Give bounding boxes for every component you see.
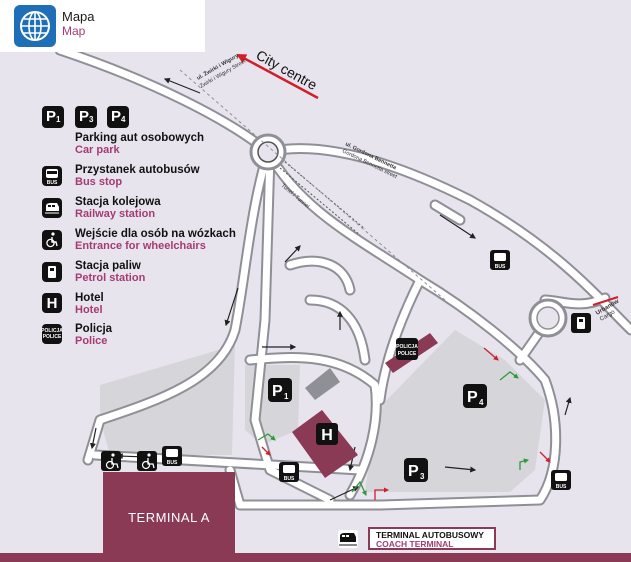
p4-marker: P 4 [463,384,487,408]
coach-terminal-label: TERMINAL AUTOBUSOWY COACH TERMINAL [368,527,496,550]
bus-stop-marker-terminal: BUS [162,446,182,466]
map-header: Mapa Map [0,0,205,52]
legend-parking-p1-icon: P1 [42,106,64,128]
legend-item-wheelchair-entrance: Wejście dla osób na wózkach Entrance for… [75,228,236,252]
header-subtitle: Map [62,24,86,38]
fuel-pump-icon [42,262,62,282]
bus-icon: BUS [42,166,62,186]
bottom-strip [0,553,631,562]
svg-text:BUS: BUS [284,476,295,482]
bus-stop-marker-p1: BUS [279,462,299,482]
police-marker-line2: POLICE [398,351,417,357]
svg-text:4: 4 [479,398,484,407]
hotel-building: H [292,410,358,478]
hotel-marker-letter: H [321,427,333,444]
legend-item-car-park: Parking aut osobowych Car park [75,132,205,156]
police-icon: POLICJA POLICE [41,324,63,344]
city-centre-arrow [236,53,319,100]
svg-text:P: P [272,383,283,400]
p3-p4-area [365,330,545,492]
legend-item-hotel: Hotel Hotel [75,292,104,316]
legend-item-petrol-station: Stacja paliw Petrol station [75,260,146,284]
urbanow-red-marker [592,296,619,306]
svg-text:1: 1 [284,392,289,401]
bus-stop-marker-east: BUS [551,470,571,490]
p1-marker: P 1 [268,378,292,402]
bus-stop-marker-north: BUS [490,250,510,270]
header-title: Mapa [62,9,95,24]
terminal-a-label: TERMINAL A [128,509,210,525]
svg-text:BUS: BUS [167,460,178,466]
globe-icon [14,5,56,47]
traffic-direction-arrows [89,77,572,501]
svg-text:P: P [408,463,419,480]
svg-text:BUS: BUS [47,180,58,186]
legend-parking-p4-icon: P4 [107,106,129,128]
roundabout-east [528,298,568,338]
train-icon [42,198,62,218]
parking-areas [100,330,545,492]
coach-icon [338,530,358,548]
terminal-a-building: TERMINAL A [103,472,235,562]
railway-line [179,69,446,301]
wheelchair-entrance-marker [101,451,121,471]
legend-item-police: Policja Police [75,323,113,347]
wheelchair-icon [42,230,62,250]
police-building: POLICJA POLICE [385,333,438,373]
hotel-icon: H [42,293,62,313]
p3-marker: P 3 [404,458,428,482]
tunnel-marking [279,161,366,236]
entry-exit-markers [257,347,551,500]
petrol-station-marker [571,313,591,333]
road-network [54,44,631,511]
small-building [305,368,340,400]
legend-item-railway-station: Stacja kolejowa Railway station [75,196,161,220]
legend-item-bus-stop: Przystanek autobusów Bus stop [75,164,200,188]
wheelchair-entrance-marker [137,451,157,471]
svg-text:3: 3 [420,472,425,481]
roundabout-north [249,133,287,171]
svg-text:BUS: BUS [495,264,506,270]
legend-parking-p3-icon: P3 [75,106,97,128]
police-marker-line1: POLICJA [396,344,418,350]
svg-text:P: P [467,389,478,406]
svg-text:BUS: BUS [556,484,567,490]
